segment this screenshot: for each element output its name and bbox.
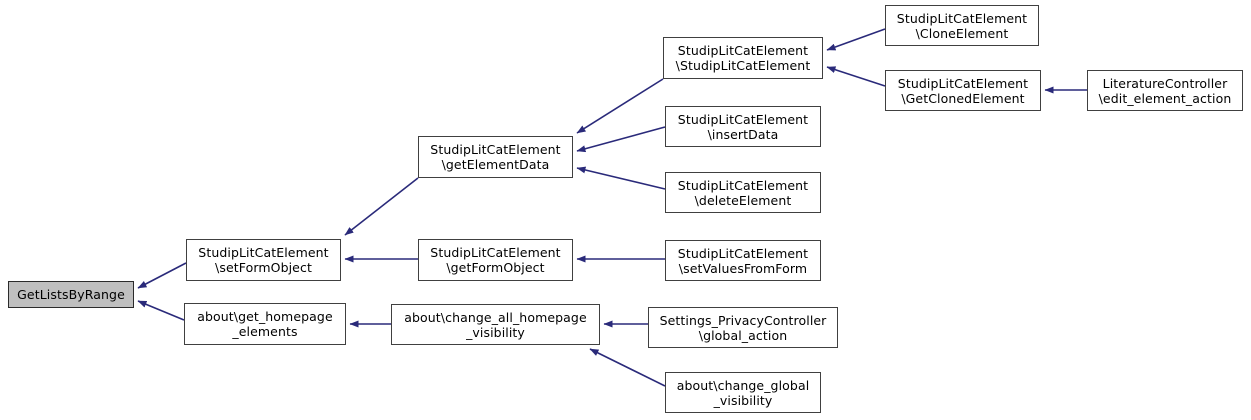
- graph-edge: [826, 66, 886, 87]
- graph-edge: [826, 28, 886, 51]
- graph-node-setFormObject[interactable]: StudipLitCatElement \setFormObject: [186, 239, 341, 281]
- graph-node-changeAllHomepageVisibility[interactable]: about\change_all_homepage _visibility: [391, 304, 600, 345]
- graph-node-getClonedElement[interactable]: StudipLitCatElement \GetClonedElement: [885, 70, 1041, 111]
- graph-node-changeGlobalVisibility[interactable]: about\change_global _visibility: [665, 372, 821, 413]
- graph-node-getListsByRange: GetListsByRange: [8, 281, 134, 308]
- graph-node-label: about\get_homepage _elements: [197, 309, 333, 339]
- graph-node-label: StudipLitCatElement \StudipLitCatElement: [675, 43, 811, 73]
- graph-node-label: GetListsByRange: [17, 287, 125, 302]
- graph-node-label: about\change_global _visibility: [676, 377, 810, 408]
- graph-node-getHomepageElements[interactable]: about\get_homepage _elements: [184, 303, 346, 345]
- graph-node-label: about\change_all_homepage _visibility: [404, 309, 587, 340]
- graph-edge: [137, 300, 185, 321]
- graph-node-label: LiteratureController \edit_element_actio…: [1098, 75, 1232, 106]
- graph-node-editElementAction[interactable]: LiteratureController \edit_element_actio…: [1087, 70, 1243, 111]
- graph-edge: [344, 177, 419, 236]
- graph-node-cloneElement[interactable]: StudipLitCatElement \CloneElement: [885, 5, 1039, 46]
- graph-node-label: StudipLitCatElement \getFormObject: [430, 245, 561, 275]
- graph-node-label: StudipLitCatElement \GetClonedElement: [897, 75, 1029, 106]
- graph-node-label: Settings_PrivacyController \global_actio…: [659, 312, 827, 343]
- graph-node-setValuesFromForm[interactable]: StudipLitCatElement \setValuesFromForm: [665, 240, 821, 281]
- graph-node-label: StudipLitCatElement \insertData: [677, 111, 809, 142]
- graph-edge: [576, 166, 666, 190]
- graph-node-label: StudipLitCatElement \setFormObject: [198, 245, 329, 275]
- graph-node-globalAction[interactable]: Settings_PrivacyController \global_actio…: [648, 307, 838, 348]
- graph-node-getFormObject[interactable]: StudipLitCatElement \getFormObject: [418, 239, 573, 281]
- graph-node-label: StudipLitCatElement \CloneElement: [896, 10, 1028, 41]
- graph-node-label: StudipLitCatElement \setValuesFromForm: [677, 245, 809, 276]
- graph-edge: [589, 348, 666, 387]
- graph-node-getElementData[interactable]: StudipLitCatElement \getElementData: [418, 136, 573, 178]
- graph-node-label: StudipLitCatElement \getElementData: [430, 142, 561, 172]
- graph-node-deleteElement[interactable]: StudipLitCatElement \deleteElement: [665, 172, 821, 213]
- graph-node-constructor[interactable]: StudipLitCatElement \StudipLitCatElement: [663, 37, 823, 79]
- graph-node-insertData[interactable]: StudipLitCatElement \insertData: [665, 106, 821, 147]
- graph-edge: [576, 78, 664, 134]
- graph-node-label: StudipLitCatElement \deleteElement: [677, 177, 809, 208]
- graph-edge: [576, 126, 666, 153]
- graph-edge: [137, 262, 187, 289]
